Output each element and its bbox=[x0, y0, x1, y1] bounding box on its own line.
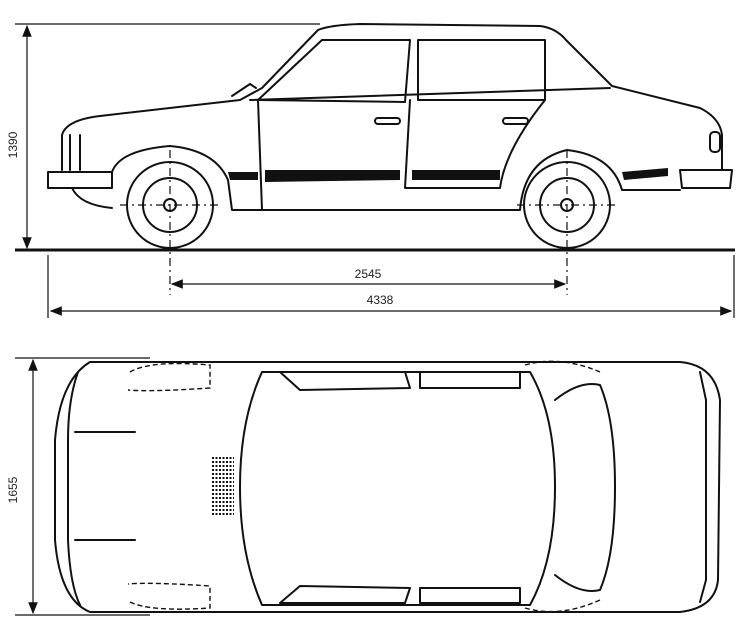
wheelbase-label: 2545 bbox=[355, 267, 382, 281]
height-label: 1390 bbox=[6, 131, 20, 158]
length-label: 4338 bbox=[367, 293, 394, 307]
hood-vent bbox=[212, 457, 234, 515]
rear-door-handle bbox=[502, 117, 529, 125]
side-body-outline bbox=[47, 23, 733, 211]
width-label: 1655 bbox=[6, 476, 20, 503]
top-roof bbox=[239, 371, 556, 606]
top-body-outline bbox=[54, 361, 721, 613]
side-trim-strip bbox=[228, 168, 668, 182]
top-view: 1655 bbox=[6, 357, 721, 616]
side-mirror bbox=[231, 83, 257, 97]
top-hood-lines bbox=[74, 431, 136, 541]
side-windows bbox=[249, 39, 611, 103]
wheel-arches bbox=[127, 360, 601, 613]
top-rear-window bbox=[554, 383, 616, 592]
side-taillight bbox=[709, 131, 721, 153]
side-doors bbox=[257, 99, 546, 211]
top-side-windows bbox=[279, 371, 521, 604]
side-grille bbox=[69, 134, 81, 171]
side-view: 1390 2545 4338 bbox=[6, 23, 735, 318]
front-door-handle bbox=[374, 117, 401, 125]
